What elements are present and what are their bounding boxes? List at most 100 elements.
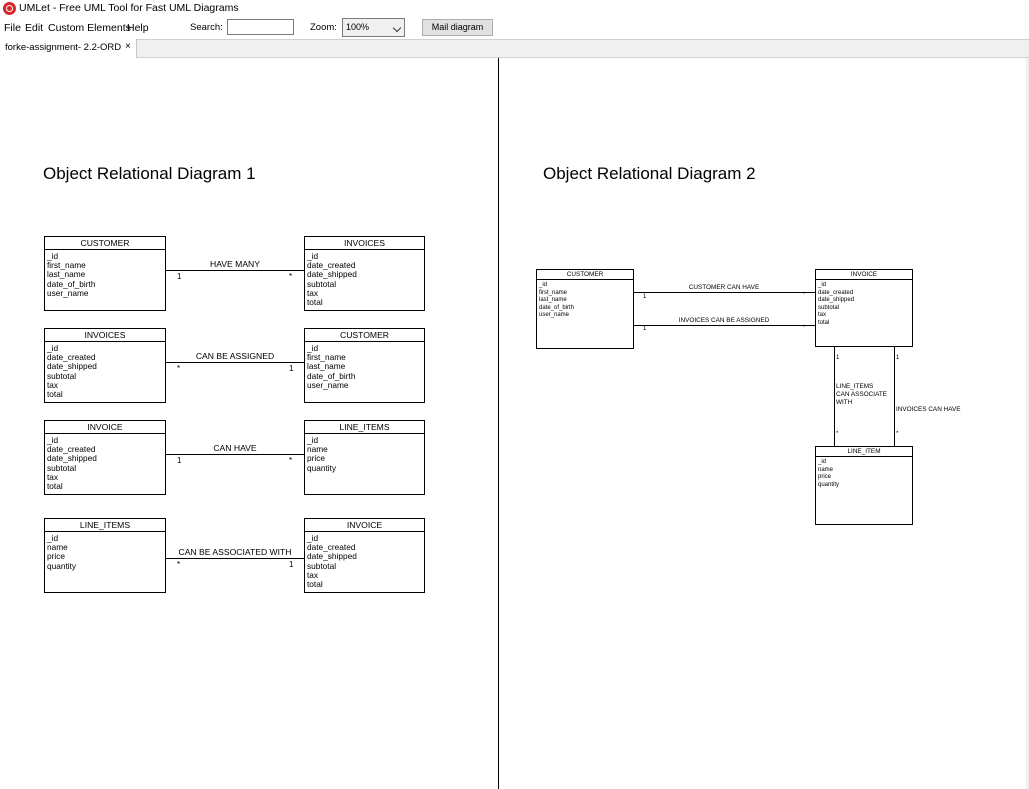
association-label: CAN BE ASSIGNED — [195, 351, 275, 361]
uml-attribute: total — [307, 579, 323, 590]
uml-attribute: _id — [47, 435, 59, 445]
window-title: UMLet - Free UML Tool for Fast UML Diagr… — [19, 2, 239, 14]
uml-attribute: subtotal — [818, 304, 840, 311]
multiplicity-right: * — [803, 325, 806, 331]
zoom-label: Zoom: — [310, 22, 337, 33]
uml-class-name: INVOICES — [45, 329, 165, 342]
association-label: INVOICES CAN HAVE — [896, 406, 961, 413]
association-label: WITH — [836, 399, 853, 406]
uml-attribute: subtotal — [47, 370, 77, 381]
association-line[interactable] — [634, 325, 815, 326]
multiplicity-right: 1 — [289, 364, 294, 373]
uml-class-name: CUSTOMER — [305, 329, 424, 342]
association-label: LINE_ITEMS — [836, 383, 874, 390]
association-label: INVOICES CAN BE ASSIGNED — [678, 317, 770, 324]
uml-attribute: user_name — [539, 312, 570, 319]
uml-attribute: date_shipped — [818, 297, 855, 304]
multiplicity-left: 1 — [643, 326, 647, 332]
uml-class-name: LINE_ITEMS — [305, 421, 424, 434]
menu-bar — [0, 18, 1029, 39]
association-line[interactable] — [166, 270, 304, 271]
search-label: Search: — [190, 22, 223, 33]
uml-attribute: last_name — [539, 297, 567, 304]
uml-attribute: total — [47, 389, 63, 400]
uml-attribute: date_of_birth — [47, 278, 96, 289]
uml-attribute: _id — [47, 251, 59, 261]
multiplicity-right: * — [289, 272, 293, 281]
uml-attribute: name — [818, 466, 834, 473]
uml-attribute: last_name — [47, 269, 86, 280]
uml-attribute: price — [818, 474, 832, 481]
uml-attribute: _id — [818, 459, 827, 465]
zoom-value: 100% — [346, 22, 370, 32]
uml-attribute: date_created — [47, 352, 96, 363]
uml-attribute: tax — [307, 569, 319, 580]
menu-custom-elements[interactable]: Custom Elements — [48, 22, 131, 34]
uml-attribute: last_name — [307, 361, 346, 372]
mail-diagram-button[interactable]: Mail diagram — [422, 19, 493, 36]
uml-attribute: date_created — [818, 289, 854, 296]
uml-attribute: price — [307, 453, 325, 464]
uml-attribute: first_name — [307, 352, 346, 363]
uml-attribute: total — [818, 319, 830, 326]
uml-attribute: date_of_birth — [539, 304, 575, 311]
association-label: HAVE MANY — [210, 259, 260, 269]
association-line[interactable] — [166, 454, 304, 455]
association-line[interactable] — [166, 362, 304, 363]
menu-file[interactable]: File — [4, 22, 21, 34]
association-label: CUSTOMER CAN HAVE — [688, 284, 760, 291]
menu-edit[interactable]: Edit — [25, 22, 44, 34]
diagram1-title: Object Relational Diagram 1 — [43, 164, 256, 183]
uml-attribute: date_shipped — [47, 361, 97, 372]
uml-class-name: CUSTOMER — [45, 237, 165, 250]
multiplicity-left: 1 — [643, 294, 647, 300]
uml-attribute: _id — [47, 533, 59, 543]
association-line[interactable] — [166, 558, 304, 559]
uml-attribute: date_shipped — [47, 453, 97, 464]
association-line[interactable] — [894, 347, 895, 446]
multiplicity-right: * — [289, 456, 293, 465]
uml-attribute: subtotal — [307, 278, 337, 289]
uml-class-name: INVOICES — [305, 237, 424, 250]
uml-attribute: date_created — [307, 260, 356, 271]
close-icon[interactable]: × — [125, 41, 131, 52]
title-bar — [0, 0, 1029, 18]
association-line[interactable] — [834, 347, 835, 446]
vertical-scrollbar[interactable] — [1026, 58, 1029, 789]
uml-attribute: date_created — [47, 444, 96, 455]
tab-label: forke-assignment- 2.2-ORD — [5, 42, 122, 53]
multiplicity-top: 1 — [896, 355, 900, 361]
diagram-pane-right[interactable] — [499, 58, 1029, 789]
multiplicity-bottom: * — [896, 431, 899, 437]
tab-diagram[interactable]: forke-assignment- 2.2-ORD × — [0, 39, 137, 58]
search-input[interactable] — [227, 19, 294, 35]
uml-class-name: LINE_ITEM — [816, 447, 912, 457]
uml-class-name: CUSTOMER — [537, 270, 633, 280]
pane-divider[interactable] — [498, 58, 499, 789]
uml-attribute: _id — [47, 343, 59, 353]
uml-attribute: tax — [307, 287, 319, 298]
tab-strip — [0, 39, 1029, 58]
menu-help[interactable]: Help — [127, 22, 149, 34]
uml-attribute: name — [307, 444, 328, 455]
association-line[interactable] — [634, 292, 815, 293]
uml-attribute: _id — [307, 251, 319, 261]
zoom-select[interactable]: 100% — [342, 18, 405, 37]
